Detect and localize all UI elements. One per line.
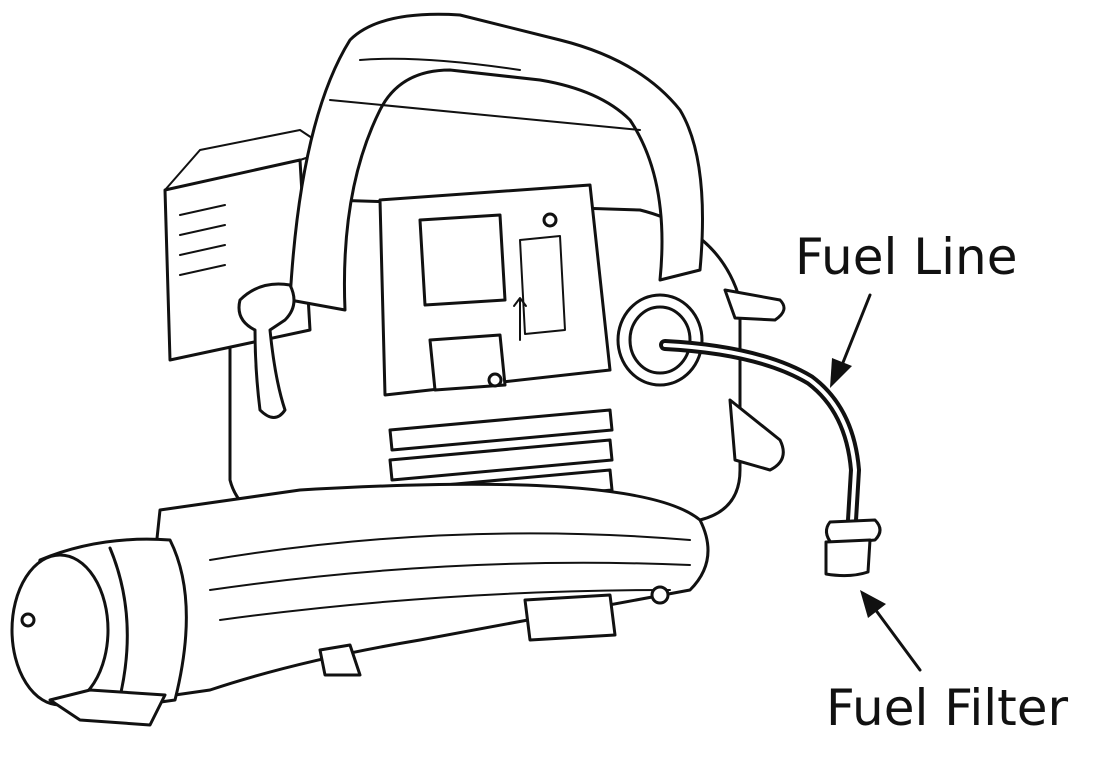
control-panel	[380, 185, 610, 395]
fuel-cap	[618, 295, 702, 385]
fuel-line-arrow	[830, 295, 870, 388]
fuel-line-label: Fuel Line	[795, 232, 1017, 282]
fuel-filter	[826, 520, 880, 576]
blower-outlet	[12, 484, 708, 725]
fuel-filter-arrow	[860, 590, 920, 670]
fuel-filter-label: Fuel Filter	[826, 683, 1068, 733]
